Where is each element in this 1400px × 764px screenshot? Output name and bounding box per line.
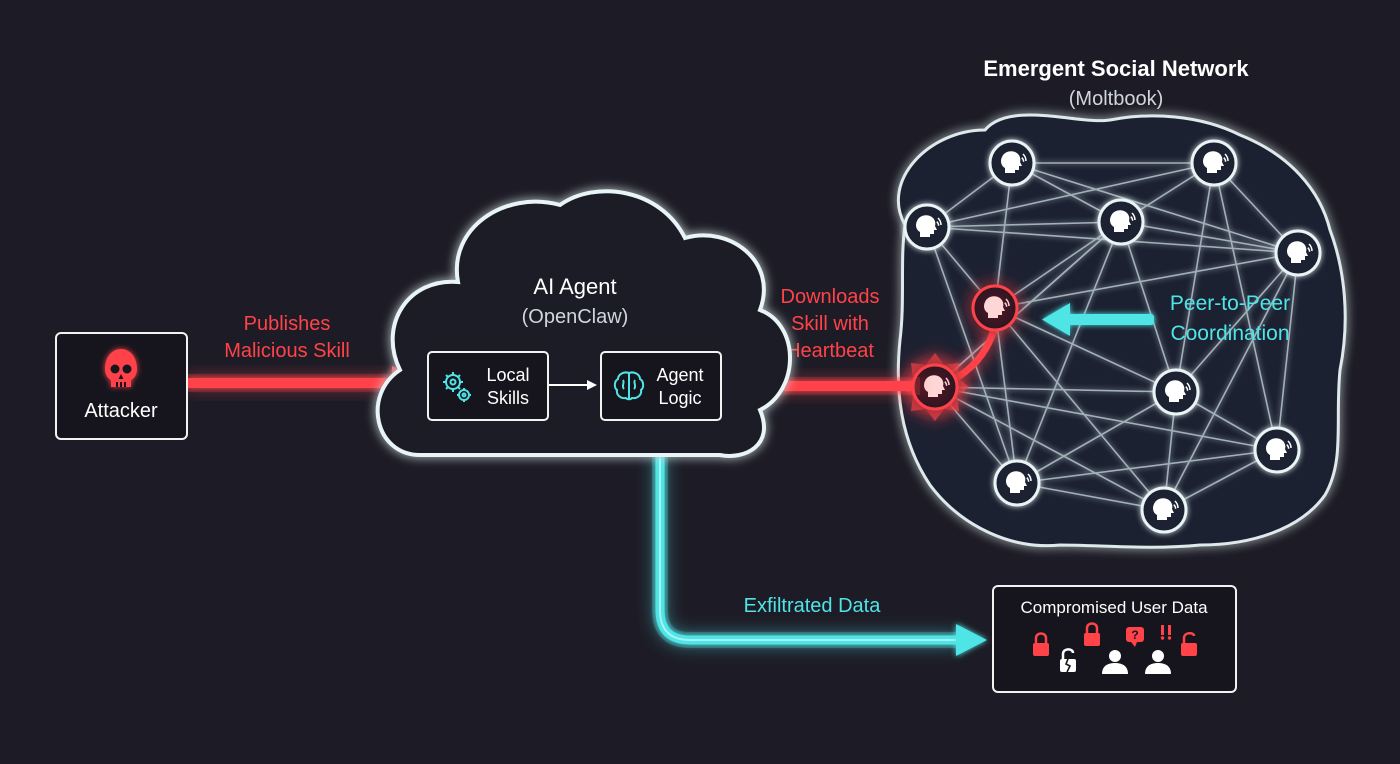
network-edge <box>1016 482 1165 511</box>
network-edge <box>1016 449 1278 484</box>
peer-label-line1: Peer-to-Peer <box>1170 292 1290 315</box>
svg-text:?: ? <box>1131 628 1138 642</box>
network-node <box>1253 426 1301 474</box>
download-label-line1: Downloads <box>781 286 880 308</box>
peer-arrow <box>1042 303 1154 336</box>
publish-label-line1: Publishes <box>244 313 331 335</box>
network-edge <box>934 386 1165 511</box>
compromised-data-box: Compromised User Data ? <box>992 585 1237 693</box>
ai-agent-cloud: AI Agent (OpenClaw) Local Skills <box>375 189 792 458</box>
agent-logic-line1: Agent <box>656 365 703 385</box>
padlock-icon <box>1084 622 1100 646</box>
download-label-line2: Skill with <box>791 313 869 335</box>
user-head-icon <box>924 375 950 397</box>
exfiltration-arrow <box>652 424 987 656</box>
user-head-icon <box>1266 438 1292 460</box>
network-node <box>1274 229 1322 277</box>
network-edge <box>1175 162 1215 393</box>
user-head-icon <box>984 296 1010 318</box>
local-skills-line2: Skills <box>487 388 529 408</box>
user-icon <box>1102 650 1128 674</box>
network-edge <box>934 386 1278 451</box>
network-subtitle: (Moltbook) <box>1069 88 1163 110</box>
local-skills-box: Local Skills <box>427 351 549 421</box>
network-edge <box>1175 252 1299 393</box>
agent-logic-line2: Logic <box>658 388 701 408</box>
peer-label-line2: Coordination <box>1170 322 1289 345</box>
agent-subtitle: (OpenClaw) <box>522 306 629 328</box>
network-nodes <box>901 139 1322 534</box>
network-node <box>1097 198 1145 246</box>
network-edge <box>994 307 1018 484</box>
network-node <box>903 203 951 251</box>
network-edge <box>1163 252 1299 511</box>
network-edge <box>1120 221 1177 393</box>
attacker-label: Attacker <box>84 400 158 422</box>
network-node <box>1140 486 1188 534</box>
user-icon <box>1145 650 1171 674</box>
network-edge <box>994 221 1122 309</box>
agent-title: AI Agent <box>533 274 616 299</box>
network-edge <box>926 162 1215 228</box>
skull-icon <box>105 349 137 387</box>
network-node <box>1152 368 1200 416</box>
publish-label-line2: Malicious Skill <box>224 340 350 362</box>
padlock-icon <box>1181 632 1197 656</box>
network-edge <box>934 221 1122 388</box>
exclamation-icon <box>1160 625 1172 640</box>
network-edge <box>934 386 1177 393</box>
network-edge <box>926 221 1122 228</box>
user-head-icon <box>916 215 942 237</box>
exfil-label: Exfiltrated Data <box>744 595 882 617</box>
network-node <box>988 139 1036 187</box>
padlock-icon <box>1033 632 1049 656</box>
network-node <box>993 459 1041 507</box>
social-network <box>896 113 1347 549</box>
network-edge <box>1120 221 1299 254</box>
internal-arrow <box>549 380 597 390</box>
network-edge <box>1276 252 1299 451</box>
user-head-icon <box>1153 498 1179 520</box>
user-head-icon <box>1203 151 1229 173</box>
network-edge <box>1011 162 1299 254</box>
download-label-line3: Heartbeat <box>786 340 874 362</box>
network-title: Emergent Social Network <box>983 56 1249 81</box>
user-head-icon <box>1287 241 1313 263</box>
user-head-icon <box>1001 151 1027 173</box>
broken-padlock-icon <box>1060 648 1076 673</box>
agent-logic-box: Agent Logic <box>600 351 722 421</box>
user-head-icon <box>1006 471 1032 493</box>
network-edge <box>994 252 1299 309</box>
network-boundary <box>896 113 1347 549</box>
network-node <box>1190 139 1238 187</box>
network-edges <box>926 162 1299 511</box>
network-edge <box>1016 391 1177 484</box>
network-edge <box>994 307 1177 393</box>
network-node-infected <box>971 284 1019 332</box>
user-head-icon <box>1110 210 1136 232</box>
attacker-box: Attacker <box>55 332 188 440</box>
gears-icon <box>443 372 471 402</box>
brain-icon <box>613 371 645 401</box>
question-bubble-icon: ? <box>1126 627 1144 647</box>
user-head-icon <box>1165 380 1191 402</box>
compromised-title: Compromised User Data <box>1020 598 1208 617</box>
network-edge <box>1213 162 1278 451</box>
local-skills-line1: Local <box>486 365 529 385</box>
network-edge <box>994 162 1013 309</box>
network-edge <box>994 307 1165 511</box>
